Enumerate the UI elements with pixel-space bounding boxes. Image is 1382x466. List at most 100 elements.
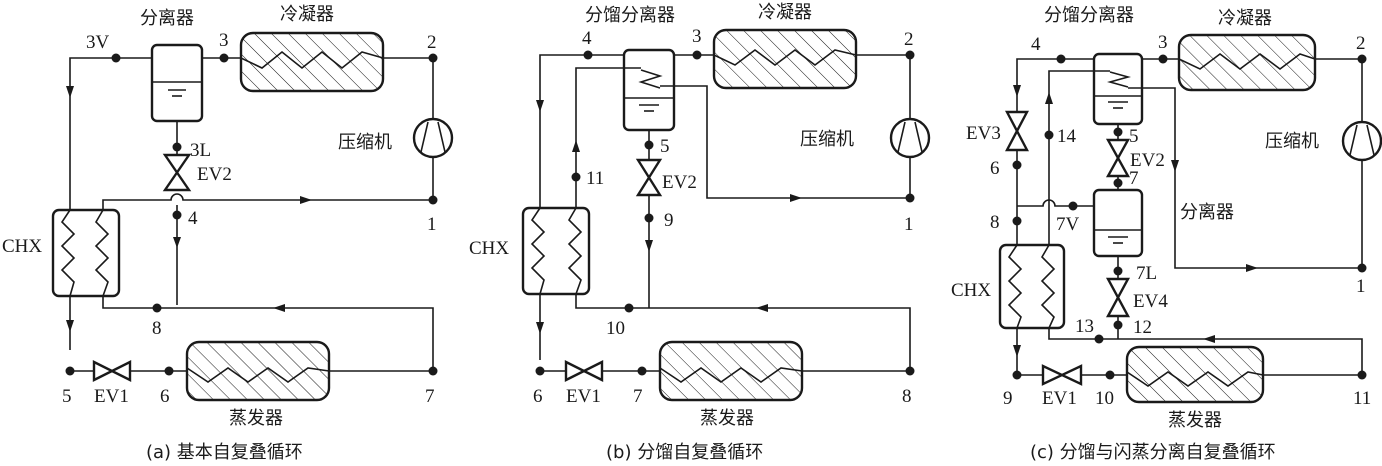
separator2-label: 分离器 (1180, 202, 1234, 223)
flow-arrow (66, 86, 74, 98)
condenser (712, 28, 858, 90)
svg-text:4: 4 (188, 208, 198, 229)
svg-text:8: 8 (152, 318, 162, 339)
svg-text:7: 7 (1129, 168, 1139, 189)
point-2 (428, 53, 438, 63)
svg-text:7: 7 (633, 386, 643, 407)
svg-text:7V: 7V (1056, 214, 1080, 235)
chx-label: CHX (469, 238, 509, 259)
ev2-label: EV2 (197, 164, 232, 185)
ev4-label: EV4 (1133, 291, 1168, 312)
ev1-label: EV1 (94, 386, 129, 407)
compressor (889, 117, 931, 159)
panel-c: 分馏分离器 冷凝器 压缩机 EV3 EV2 (951, 5, 1382, 463)
condenser-label: 冷凝器 (1218, 8, 1272, 29)
point-7 (1113, 178, 1123, 188)
point-1 (428, 195, 438, 205)
condenser (1177, 33, 1317, 92)
ev4-valve (1105, 277, 1131, 318)
svg-text:3V: 3V (86, 32, 110, 53)
point-6 (535, 366, 545, 376)
point-1 (1357, 263, 1367, 273)
ev2-valve (162, 153, 192, 192)
svg-text:14: 14 (1057, 126, 1077, 147)
svg-text:5: 5 (1129, 126, 1139, 147)
svg-text:6: 6 (533, 386, 543, 407)
svg-text:8: 8 (902, 386, 912, 407)
point-2 (1357, 54, 1367, 64)
compressor (412, 117, 454, 159)
ev3-label: EV3 (966, 123, 1001, 144)
compressor (1341, 120, 1382, 162)
point-1 (905, 193, 915, 203)
svg-text:8: 8 (990, 212, 1000, 233)
evaporator-label: 蒸发器 (700, 408, 754, 429)
flash-separator (1092, 188, 1144, 258)
svg-text:7: 7 (425, 386, 435, 407)
ev3-valve (1005, 110, 1029, 152)
chx-label: CHX (2, 236, 42, 257)
ev1-valve (92, 360, 132, 382)
chx-label: CHX (951, 280, 991, 301)
point-7 (428, 366, 438, 376)
point-7V (1068, 201, 1078, 211)
ev2-valve (1105, 138, 1131, 178)
svg-text:11: 11 (586, 168, 604, 189)
point-8 (152, 303, 162, 313)
point-3V (111, 53, 121, 63)
svg-text:3L: 3L (190, 140, 211, 161)
svg-text:3: 3 (692, 26, 702, 47)
compressor-label: 压缩机 (800, 129, 854, 150)
point-6 (164, 366, 174, 376)
svg-text:10: 10 (1095, 388, 1114, 409)
chx (51, 208, 121, 298)
point-12 (1113, 320, 1123, 330)
evaporator (185, 340, 331, 402)
point-10 (624, 303, 634, 313)
point-14 (1044, 130, 1054, 140)
evaporator (658, 340, 804, 402)
ev2-label: EV2 (662, 172, 697, 193)
ev1-label: EV1 (1042, 388, 1077, 409)
ev1-valve (564, 360, 604, 382)
svg-text:3: 3 (1158, 32, 1168, 53)
point-9 (1012, 370, 1022, 380)
svg-text:7L: 7L (1136, 263, 1157, 284)
point-2 (905, 50, 915, 60)
point-4 (583, 50, 593, 60)
point-3 (219, 53, 229, 63)
compressor-label: 压缩机 (1265, 131, 1319, 152)
evaporator (1125, 345, 1265, 404)
caption-b: (b) 分馏自复叠循环 (606, 442, 763, 463)
compressor-label: 压缩机 (338, 132, 392, 153)
point-7L (1113, 266, 1123, 276)
point-5 (1113, 127, 1123, 137)
point-7 (637, 366, 647, 376)
svg-text:2: 2 (1356, 33, 1366, 54)
point-11 (1357, 370, 1367, 380)
point-3L (172, 142, 182, 152)
svg-text:4: 4 (582, 28, 592, 49)
svg-text:2: 2 (904, 29, 914, 50)
svg-text:2: 2 (427, 32, 437, 53)
caption-a: (a) 基本自复叠循环 (146, 442, 303, 463)
separator-label: 分馏分离器 (1044, 5, 1134, 26)
svg-text:1: 1 (904, 214, 914, 235)
svg-text:12: 12 (1133, 317, 1152, 338)
point-3 (692, 50, 702, 60)
condenser-label: 冷凝器 (280, 4, 334, 25)
point-10 (1105, 370, 1115, 380)
ev1-label: EV1 (566, 386, 601, 407)
panel-a: 分离器 冷凝器 压缩机 3L EV2 CHX (2, 4, 454, 463)
svg-text:5: 5 (62, 386, 72, 407)
svg-text:6: 6 (990, 158, 1000, 179)
panel-b: 分馏分离器 冷凝器 压缩机 EV2 CHX (469, 2, 931, 463)
point-13 (1094, 334, 1104, 344)
point-5 (644, 140, 654, 150)
caption-c: (c) 分馏与闪蒸分离自复叠循环 (1030, 442, 1276, 463)
svg-text:1: 1 (427, 214, 437, 235)
svg-text:5: 5 (660, 136, 670, 157)
svg-text:9: 9 (664, 210, 674, 231)
point-4 (1056, 54, 1066, 64)
